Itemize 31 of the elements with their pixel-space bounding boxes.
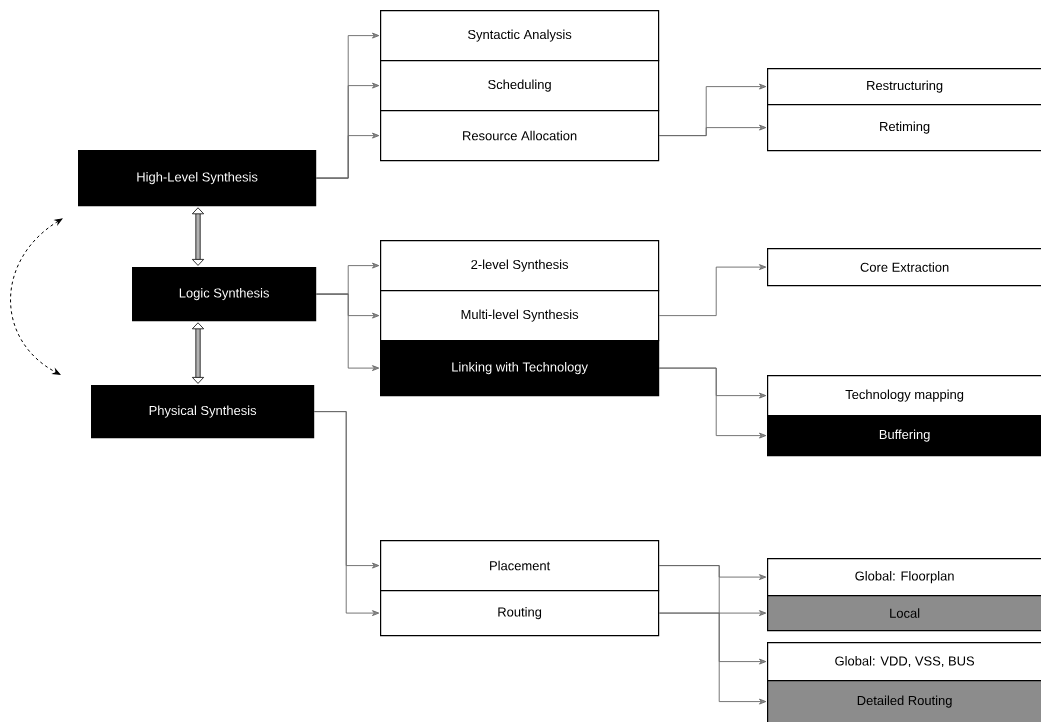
arrow: [315, 293, 380, 372]
process-box: Logic Synthesis: [132, 267, 317, 322]
process-box: Multi-level Synthesis: [380, 290, 660, 342]
arrow: [658, 264, 767, 317]
process-box: Local: [767, 595, 1041, 632]
arrow: [658, 367, 767, 439]
process-box: Global: Floorplan: [767, 558, 1041, 597]
arrow: [658, 124, 767, 137]
curved-arrow: [10, 218, 63, 375]
double-arrow: [191, 207, 205, 266]
process-box: Detailed Routing: [767, 680, 1041, 722]
double-arrow: [191, 322, 205, 384]
process-box: Placement: [380, 540, 660, 592]
process-box: Buffering: [767, 415, 1041, 457]
arrow: [658, 565, 767, 617]
process-box: Resource Allocation: [380, 110, 660, 162]
process-box: Syntactic Analysis: [380, 10, 660, 62]
process-box: Retiming: [767, 104, 1041, 152]
arrow: [313, 411, 380, 617]
process-box: Physical Synthesis: [91, 385, 315, 439]
process-box: Routing: [380, 590, 660, 637]
arrow: [658, 612, 767, 705]
process-box: Core Extraction: [767, 248, 1041, 287]
process-box: 2-level Synthesis: [380, 240, 660, 292]
process-box: Scheduling: [380, 60, 660, 112]
arrow: [315, 132, 380, 179]
process-box: Technology mapping: [767, 375, 1041, 417]
process-box: High-Level Synthesis: [78, 150, 317, 207]
process-box: Restructuring: [767, 68, 1041, 106]
process-box: Linking with Technology: [380, 340, 660, 397]
process-box: Global: VDD, VSS, BUS: [767, 642, 1041, 682]
